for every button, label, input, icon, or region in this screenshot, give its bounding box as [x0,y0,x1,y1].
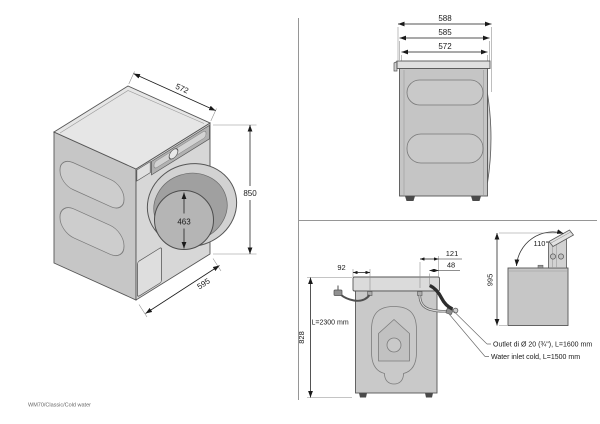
outlet-hose [428,283,454,311]
drain-outlet-fitting [367,291,373,296]
isometric-view: 463 572 850 595 [53,71,257,318]
lid-lip [393,60,398,72]
door-hinge-detail [550,253,556,260]
top-face-inset-line [59,90,205,134]
rear-height-dim: 828 [297,331,306,344]
rear-inlet-offset-dim: 121 [446,249,459,258]
control-knob [168,148,179,160]
door-glass [154,190,214,250]
foot [405,196,415,201]
control-panel-band [153,130,207,169]
drain-hose [339,293,371,302]
detergent-drawer [136,160,151,182]
rear-inlet-offset-dim-group: 121 48 [419,249,462,288]
panel-seam-lines [403,70,484,195]
door-open-view: 995 110° [486,229,575,326]
rear-drain-offset-dim-group: 92 [337,263,371,291]
side-view: 588 585 572 [393,14,492,201]
rear-top-strip [352,276,440,292]
outlet-hose-label: Outlet di Ø 20 (¾"), L=1600 mm [493,342,592,349]
door-clearance-dim: 995 [486,274,495,287]
iso-height-dim: 850 [243,189,257,198]
side-embossing [406,133,484,164]
iso-door-dim: 463 [177,218,191,227]
angle-arc [514,229,564,267]
door-angle-label: 110° [534,239,549,248]
door-lock-detail [558,253,564,260]
machine-lid [396,60,491,69]
footer-code: WM70/Classic/Cold water [28,403,91,409]
outlet-hose-tip [452,307,459,314]
rear-cover-cap [386,337,402,353]
iso-height-dim-group: 850 [213,124,257,255]
side-embossing [406,79,484,106]
inlet-hose-label: Water inlet cold, L=1500 mm [491,354,580,361]
side-embossings [59,160,125,257]
rear-drain-offset-dim: 92 [337,263,345,272]
side-depth-mid-dim: 585 [438,28,452,37]
drain-hose-length-label: L=2300 mm [312,320,349,327]
inlet-leader-line [449,314,489,357]
iso-depth-dim: 595 [196,276,213,291]
foot [425,393,433,398]
drain-hook-icon [333,289,343,296]
foot [359,393,367,398]
side-embossing [59,207,125,257]
side-depth-body-dim: 572 [438,42,452,51]
rear-view: 828 92 121 48 L=2300 mm [297,249,592,398]
side-depth-total-dim: 588 [438,14,452,23]
side-dims: 588 585 572 [397,14,492,92]
machine-box [507,267,569,326]
rear-height-dim-group: 828 [297,277,352,398]
inlet-hose-highlight [419,295,448,312]
outlet-leader-line [453,311,491,345]
hinge-nub [537,264,544,269]
side-embossing [59,160,125,209]
iso-width-dim: 572 [174,82,190,96]
inlet-fitting [417,291,423,296]
rear-outlet-offset-dim: 48 [447,261,455,270]
door-bulge-profile [487,93,492,184]
foot [471,196,481,201]
iso-door-dim-group: 463 [177,192,191,249]
